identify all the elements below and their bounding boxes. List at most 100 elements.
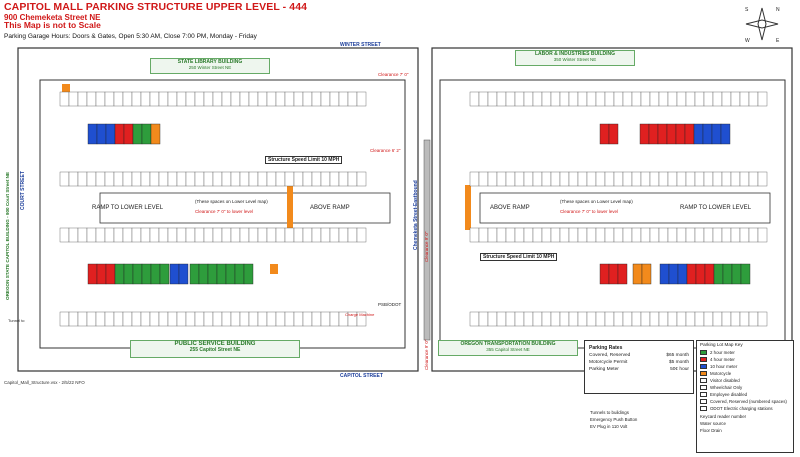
meter-stall bbox=[216, 263, 227, 285]
left-row-0-stall bbox=[257, 91, 268, 107]
meter-stall bbox=[150, 123, 161, 145]
right-row-1-stall bbox=[514, 171, 525, 187]
left-row-1-stall bbox=[149, 171, 160, 187]
left-row-0-stall bbox=[140, 91, 151, 107]
left-row-1-stall bbox=[176, 171, 187, 187]
left-row-1-stall bbox=[311, 171, 322, 187]
right-row-0-stall bbox=[505, 91, 516, 107]
meter-stall bbox=[207, 263, 218, 285]
right-row-0-stall bbox=[658, 91, 669, 107]
left-row-3-stall bbox=[311, 311, 322, 327]
left-row-2-stall bbox=[149, 227, 160, 243]
right-row-3-stall bbox=[748, 311, 759, 327]
meter-stall bbox=[178, 263, 189, 285]
right-row-2-stall bbox=[505, 227, 516, 243]
left-row-1-stall bbox=[221, 171, 232, 187]
left-row-2-stall bbox=[158, 227, 169, 243]
right-row-1-stall bbox=[532, 171, 543, 187]
left-row-0-stall bbox=[356, 91, 367, 107]
left-row-3-stall bbox=[104, 311, 115, 327]
key-swatch bbox=[700, 378, 707, 383]
left-row-2-stall bbox=[248, 227, 259, 243]
left-row-3-stall bbox=[140, 311, 151, 327]
left-row-3-stall bbox=[230, 311, 241, 327]
meter-stall bbox=[657, 123, 668, 145]
left-row-3-stall bbox=[320, 311, 331, 327]
meter-stall bbox=[114, 123, 125, 145]
building-odot-addr: 355 Capitol Street NE bbox=[486, 347, 530, 352]
left-row-2-stall bbox=[104, 227, 115, 243]
right-row-3-stall bbox=[568, 311, 579, 327]
left-row-3-stall bbox=[167, 311, 178, 327]
rate-value-1: $5 month bbox=[668, 360, 689, 365]
meter-stall bbox=[150, 263, 161, 285]
clearance-side: Clearance 6' 2" bbox=[370, 148, 401, 153]
right-row-3-stall bbox=[478, 311, 489, 327]
svg-text:W: W bbox=[745, 38, 750, 44]
left-row-0-stall bbox=[131, 91, 142, 107]
scale-note: This Map is not to Scale bbox=[4, 20, 101, 30]
right-row-2-stall bbox=[586, 227, 597, 243]
right-row-1-stall bbox=[622, 171, 633, 187]
right-row-2-stall bbox=[730, 227, 741, 243]
left-row-2-stall bbox=[86, 227, 97, 243]
key-swatch bbox=[700, 399, 707, 404]
left-row-1-stall bbox=[257, 171, 268, 187]
key-item: ODOT Electric charging stations bbox=[700, 406, 773, 411]
right-row-0-stall bbox=[649, 91, 660, 107]
left-row-3-stall bbox=[113, 311, 124, 327]
right-row-3-stall bbox=[631, 311, 642, 327]
rate-label-1: Motorcycle Permit bbox=[589, 360, 628, 365]
spaces-lower-left: (These spaces on Lower Level map) bbox=[195, 199, 268, 204]
right-row-2-stall bbox=[613, 227, 624, 243]
right-row-1-stall bbox=[649, 171, 660, 187]
meter-stall bbox=[599, 123, 610, 145]
right-row-2-stall bbox=[739, 227, 750, 243]
map-title: CAPITOL MALL PARKING STRUCTURE UPPER LEV… bbox=[4, 1, 308, 13]
left-row-1-stall bbox=[284, 171, 295, 187]
right-row-0-stall bbox=[577, 91, 588, 107]
left-row-3-stall bbox=[275, 311, 286, 327]
rate-label-2: Parking Meter bbox=[589, 367, 619, 372]
right-row-2-stall bbox=[559, 227, 570, 243]
spaces-lower-right: (These spaces on Lower Level map) bbox=[560, 199, 633, 204]
right-row-1-stall bbox=[631, 171, 642, 187]
capitol-building-label: OREGON STATE CAPITOL BUILDING - 900 Cour… bbox=[5, 171, 10, 300]
meter-stall bbox=[225, 263, 236, 285]
left-row-1-stall bbox=[86, 171, 97, 187]
left-row-3-stall bbox=[95, 311, 106, 327]
key-item: Covered, Reserved (numbered spaces) bbox=[700, 399, 787, 404]
footer-note: Capitol_Mall_Structure.vsx - 2/5/22 NFO bbox=[4, 380, 85, 385]
right-row-2-stall bbox=[667, 227, 678, 243]
meter-stall bbox=[114, 263, 125, 285]
left-row-3-stall bbox=[356, 311, 367, 327]
left-row-2-stall bbox=[176, 227, 187, 243]
right-row-3-stall bbox=[505, 311, 516, 327]
right-row-0-stall bbox=[757, 91, 768, 107]
right-row-1-stall bbox=[496, 171, 507, 187]
key-extra-item: Tunnels to buildings bbox=[590, 410, 629, 415]
key-item: Employee disabled bbox=[700, 392, 747, 397]
left-row-1-stall bbox=[185, 171, 196, 187]
right-row-3-stall bbox=[676, 311, 687, 327]
key-label: 2 hour meter bbox=[710, 350, 735, 355]
left-row-1-stall bbox=[104, 171, 115, 187]
left-row-2-stall bbox=[293, 227, 304, 243]
right-row-3-stall bbox=[667, 311, 678, 327]
map-address: 900 Chemeketa Street NE bbox=[4, 13, 101, 22]
left-row-1-stall bbox=[167, 171, 178, 187]
meter-stall bbox=[641, 263, 652, 285]
clearance-9-b: Clearance 9' 0" bbox=[424, 339, 429, 370]
street-north: WINTER STREET bbox=[340, 42, 381, 48]
right-row-2-stall bbox=[721, 227, 732, 243]
left-row-1-stall bbox=[131, 171, 142, 187]
right-row-1-stall bbox=[730, 171, 741, 187]
key-item: 10 hour meter bbox=[700, 364, 737, 369]
left-row-1-stall bbox=[122, 171, 133, 187]
left-row-3-stall bbox=[248, 311, 259, 327]
left-row-0-stall bbox=[275, 91, 286, 107]
left-row-3-stall bbox=[131, 311, 142, 327]
key-swatch bbox=[700, 385, 707, 390]
left-row-2-stall bbox=[59, 227, 70, 243]
building-library-addr: 250 Winter Street NE bbox=[188, 65, 232, 70]
